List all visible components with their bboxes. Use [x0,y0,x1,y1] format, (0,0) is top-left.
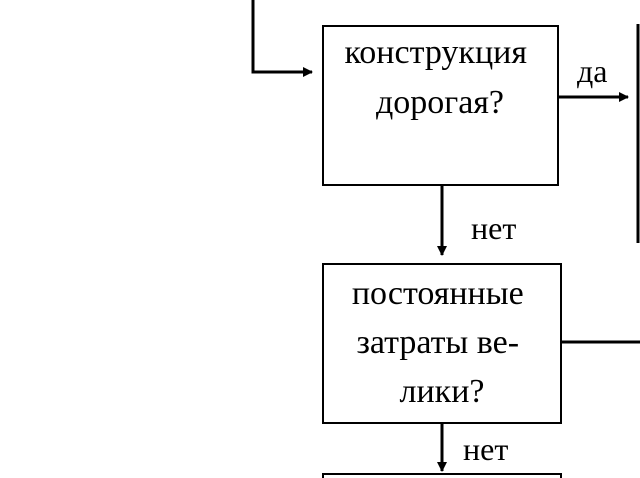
decision-expensive-line-1: конструкция [345,34,528,71]
edge-label-no-1: нет [471,210,516,246]
decision-fixed-costs-line-3: лики? [400,373,485,410]
decision-box-fixed-costs [322,263,562,424]
incoming-connector [251,0,313,77]
decision-box-expensive [322,25,559,186]
decision-fixed-costs-line-1: постоянные [352,275,524,312]
decision-fixed-costs-text: постоянные затраты ве- лики? [352,275,532,410]
edge-label-yes: да [577,53,607,89]
next-box-top [322,473,562,478]
decision-expensive-text: конструкция дорогая? [345,34,536,121]
edge-label-no-2: нет [463,431,508,467]
decision-expensive-line-2: дорогая? [376,84,504,121]
decision-fixed-costs-line-2: затраты ве- [356,324,519,361]
